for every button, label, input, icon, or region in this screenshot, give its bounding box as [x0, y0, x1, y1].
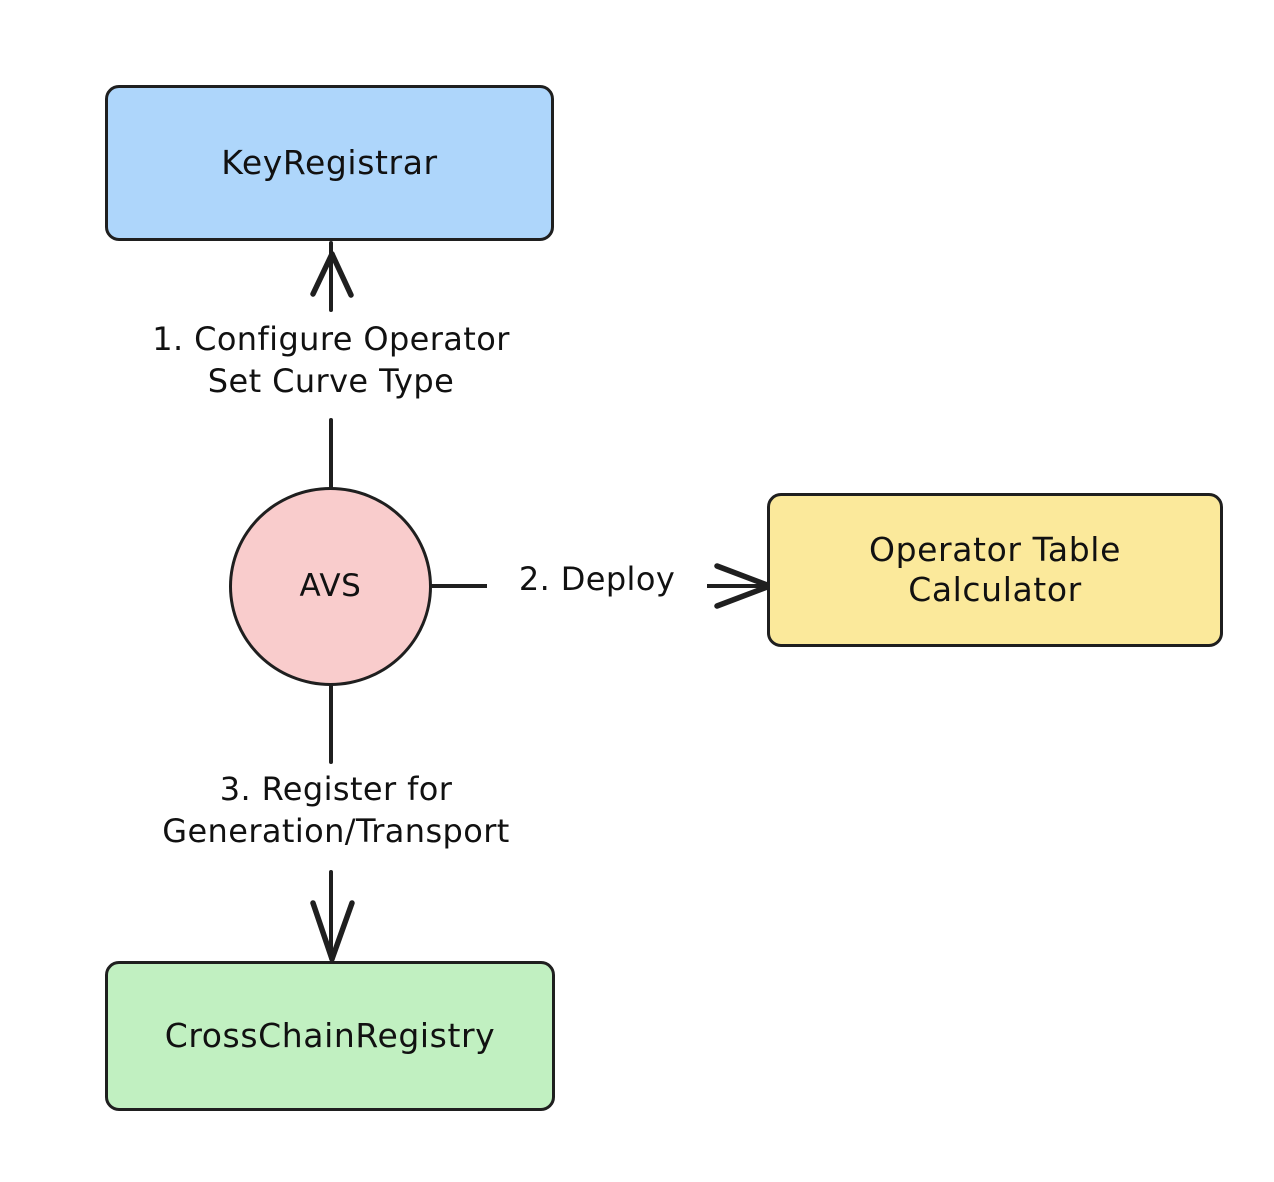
node-crosschainregistry-label: CrossChainRegistry [164, 1015, 496, 1055]
node-operator-table-calculator[interactable]: Operator Table Calculator [767, 493, 1223, 647]
edge-label-deploy: 2. Deploy [487, 560, 707, 600]
edge-label-register-for-generation-transport: 3. Register for Generation/Transport [96, 766, 576, 855]
node-operator-table-calculator-label: Operator Table Calculator [869, 529, 1121, 609]
node-keyregistrar[interactable]: KeyRegistrar [105, 85, 554, 241]
node-crosschainregistry[interactable]: CrossChainRegistry [105, 961, 555, 1111]
node-avs-label: AVS [299, 567, 362, 604]
edge-label-configure-operator-set-curve-type: 1. Configure Operator Set Curve Type [96, 316, 566, 405]
node-keyregistrar-label: KeyRegistrar [221, 142, 438, 182]
node-avs[interactable]: AVS [229, 487, 432, 686]
